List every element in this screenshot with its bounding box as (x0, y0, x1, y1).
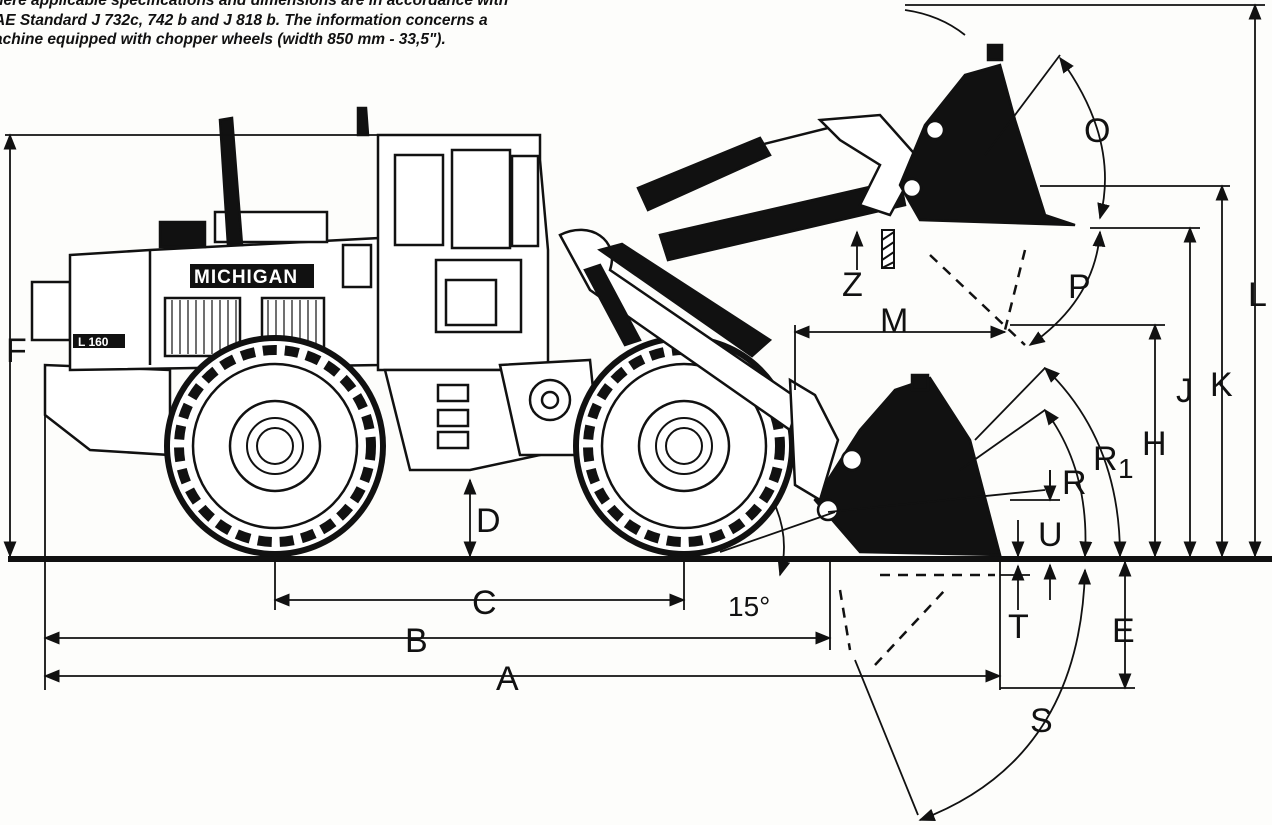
ground-line (8, 556, 1272, 562)
note-line-2: AE Standard J 732c, 742 b and J 818 b. T… (0, 11, 488, 29)
label-R: R (1062, 464, 1087, 502)
label-C: C (472, 584, 497, 622)
label-J: J (1176, 372, 1193, 410)
label-M: M (880, 302, 908, 340)
lift-arm-raised (636, 113, 922, 262)
specification-note: here applicable specifications and dimen… (0, 0, 694, 50)
label-15-degree: 15° (728, 591, 770, 622)
model-plate: L 160 (73, 334, 125, 349)
label-H: H (1142, 425, 1167, 463)
svg-text:MICHIGAN: MICHIGAN (194, 267, 298, 288)
dimension-labels: F A B C D E H J K L M O P R R 1 S T U Z … (6, 112, 1267, 740)
label-T: T (1008, 608, 1029, 646)
label-O: O (1084, 112, 1110, 150)
note-line-3: achine equipped with chopper wheels (wid… (0, 31, 446, 48)
label-R1-subscript: 1 (1118, 453, 1134, 484)
label-L: L (1248, 276, 1267, 314)
label-B: B (405, 622, 428, 660)
svg-text:L 160: L 160 (78, 335, 109, 349)
label-F: F (6, 332, 27, 370)
label-D: D (476, 502, 501, 540)
label-S: S (1030, 702, 1053, 740)
label-E: E (1112, 612, 1135, 650)
bucket-raised (898, 43, 1076, 227)
z-hatch-block (881, 229, 895, 269)
label-U: U (1038, 516, 1063, 554)
label-A: A (496, 660, 519, 698)
label-R1: R (1093, 440, 1118, 478)
rear-wheel (164, 335, 386, 557)
label-K: K (1210, 366, 1233, 404)
front-wheel (573, 335, 795, 557)
note-line-1: here applicable specifications and dimen… (0, 0, 509, 9)
dimension-lines (3, 3, 1265, 821)
brand-logo: MICHIGAN (190, 264, 314, 288)
label-P: P (1068, 268, 1091, 306)
label-Z: Z (842, 266, 863, 304)
bucket-lowered (788, 373, 1002, 557)
